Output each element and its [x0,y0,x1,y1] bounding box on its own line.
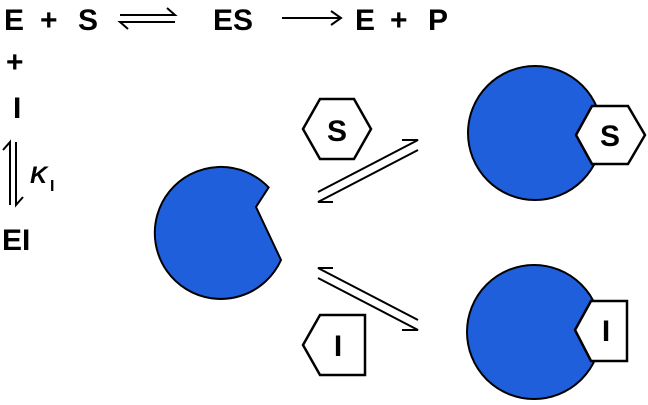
equilibrium-arrow-vertical [3,142,23,205]
product-symbol: P [428,4,448,37]
plus-sign: + [40,4,58,37]
enzyme-symbol: E [4,4,24,37]
equilibrium-arrow-top [120,8,175,29]
inhibitor-symbol: I [13,92,21,125]
forward-arrow [282,11,341,25]
free-enzyme [155,167,281,299]
substrate-symbol: S [78,4,98,37]
plus-sign-vertical: + [6,46,24,79]
dissociation-constant-k: K [30,162,49,189]
bound-inhibitor-label: I [602,315,610,348]
enzyme-inhibitor-complex: EI [2,224,30,257]
inhibitor-label: I [334,330,342,363]
substrate-label: S [327,115,347,148]
plus-sign-product: + [390,4,408,37]
substrate-hexagon: S [303,99,371,159]
enzyme-substrate-complex: ES [213,4,253,37]
dissociation-constant-subscript: I [50,178,54,195]
enzyme-inhibitor-cartoon: I [467,265,627,399]
bound-substrate-label: S [600,120,620,153]
enzyme-substrate-cartoon: S [468,66,645,200]
inhibitor-pentagon: I [303,315,365,375]
enzyme-symbol-product-side: E [355,4,375,37]
